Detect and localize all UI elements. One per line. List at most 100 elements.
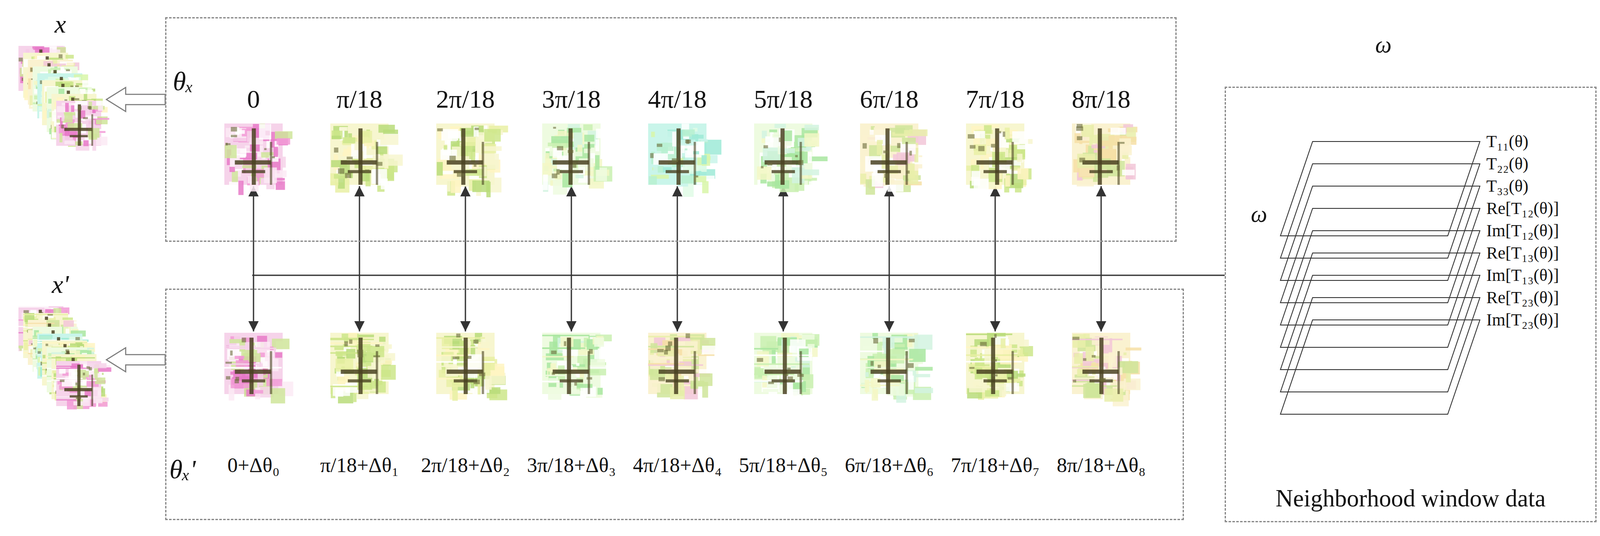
polsar-tile: 6π/18 [860, 123, 919, 185]
tile-road [251, 128, 257, 185]
tile-speckle [71, 105, 75, 112]
stack-slice [56, 100, 110, 151]
correspondence-arrow [888, 186, 891, 332]
tile-speckle [774, 123, 787, 129]
tile-shadow [556, 146, 564, 151]
tile-speckle [96, 116, 108, 125]
tile-speckle [803, 169, 820, 176]
correspondence-arrow [253, 186, 255, 332]
window-plane [1280, 253, 1480, 348]
angle-label: π/18 [336, 84, 383, 114]
tile-shadow [365, 169, 370, 174]
tile-speckle [69, 77, 79, 81]
tile-speckle [808, 151, 813, 164]
tile-speckle [57, 105, 66, 112]
tile-speckle [1012, 131, 1029, 145]
polsar-tile: 0 [224, 123, 283, 185]
tile-shadow [767, 163, 773, 166]
tile-speckle [82, 80, 90, 89]
tile-shadow [449, 155, 456, 161]
tile-road [877, 170, 901, 174]
tile-shadow [334, 147, 339, 153]
tile-shadow [760, 166, 764, 169]
tile-road [1089, 170, 1113, 174]
tile-speckle [450, 180, 462, 194]
angle-label: 7π/18 [966, 84, 1025, 114]
window-plane [1280, 141, 1480, 236]
tile-shadow [47, 313, 54, 316]
stack-icon: x' [18, 306, 103, 414]
tile-speckle [681, 175, 696, 184]
tile-road [234, 160, 271, 165]
tile-speckle [575, 174, 584, 179]
tile-speckle [679, 139, 696, 146]
tile-road [976, 160, 1013, 165]
polsar-tile: 5π/18 [754, 123, 813, 185]
tile-speckle [486, 181, 491, 198]
tile-speckle [65, 54, 74, 59]
tile-shadow [77, 105, 82, 110]
angle-label: 8π/18 [1071, 84, 1131, 114]
tile-speckle [32, 59, 39, 62]
tile-speckle [909, 129, 928, 137]
tile-image [754, 123, 813, 185]
angle-label: 4π/18 [648, 84, 707, 114]
tile-speckle [232, 171, 239, 183]
window-plane [1280, 297, 1480, 393]
tile-speckle [1017, 168, 1029, 180]
tile-speckle [860, 173, 867, 185]
tile-shadow [909, 150, 912, 156]
correspondence-arrow [464, 186, 467, 332]
tile-shadow [996, 131, 1002, 134]
window-plane [1280, 320, 1480, 415]
tile-speckle [871, 172, 883, 187]
tile-speckle [1119, 138, 1132, 153]
tile-shadow [1076, 123, 1083, 128]
tile-shadow [75, 337, 80, 341]
tile-road [1082, 160, 1119, 165]
tile-shadow [990, 144, 997, 148]
tile-speckle [61, 113, 64, 122]
tile-shadow [798, 160, 804, 166]
tile-shadow [346, 156, 353, 160]
tile-speckle [701, 155, 707, 165]
tile-speckle [229, 166, 236, 173]
angle-label: 2π/18 [436, 84, 496, 114]
tile-streak [18, 306, 49, 308]
correspondence-arrow [676, 186, 679, 332]
tile-shadow [271, 156, 275, 159]
tile-speckle [95, 136, 108, 146]
tile-road [905, 141, 908, 185]
variable-label: x [54, 9, 67, 39]
tile-road [241, 170, 266, 174]
tile-road [983, 170, 1007, 174]
tile-shadow [1120, 141, 1125, 144]
tile-speckle [1110, 127, 1127, 135]
tile-shadow [264, 147, 267, 151]
tile-speckle [804, 124, 819, 131]
hollow-arrow [106, 87, 166, 112]
tile-speckle [436, 162, 443, 176]
tile-speckle [800, 175, 812, 179]
tile-road [64, 127, 93, 131]
correspondence-arrow [570, 186, 573, 332]
tile-speckle [97, 105, 103, 111]
tile-speckle [888, 180, 904, 185]
polsar-tile: 8π/18 [1071, 123, 1131, 185]
tile-shadow [967, 134, 975, 139]
tile-shadow [376, 162, 383, 167]
tile-speckle [577, 144, 583, 153]
tile-road [340, 160, 377, 165]
tile-shadow [230, 126, 238, 132]
tile-speckle [594, 155, 600, 170]
tile-road [1097, 128, 1102, 185]
tile-shadow [474, 127, 480, 131]
tile-speckle [902, 137, 916, 145]
tile-speckle [384, 154, 403, 166]
tile-shadow [230, 134, 238, 138]
tile-speckle [86, 120, 96, 125]
tile-shadow [695, 175, 699, 178]
tile-image [436, 123, 495, 185]
dashed-group-box: θₓ0π/182π/183π/184π/185π/186π/187π/188π/… [165, 17, 1177, 242]
tile-shadow [338, 168, 345, 175]
